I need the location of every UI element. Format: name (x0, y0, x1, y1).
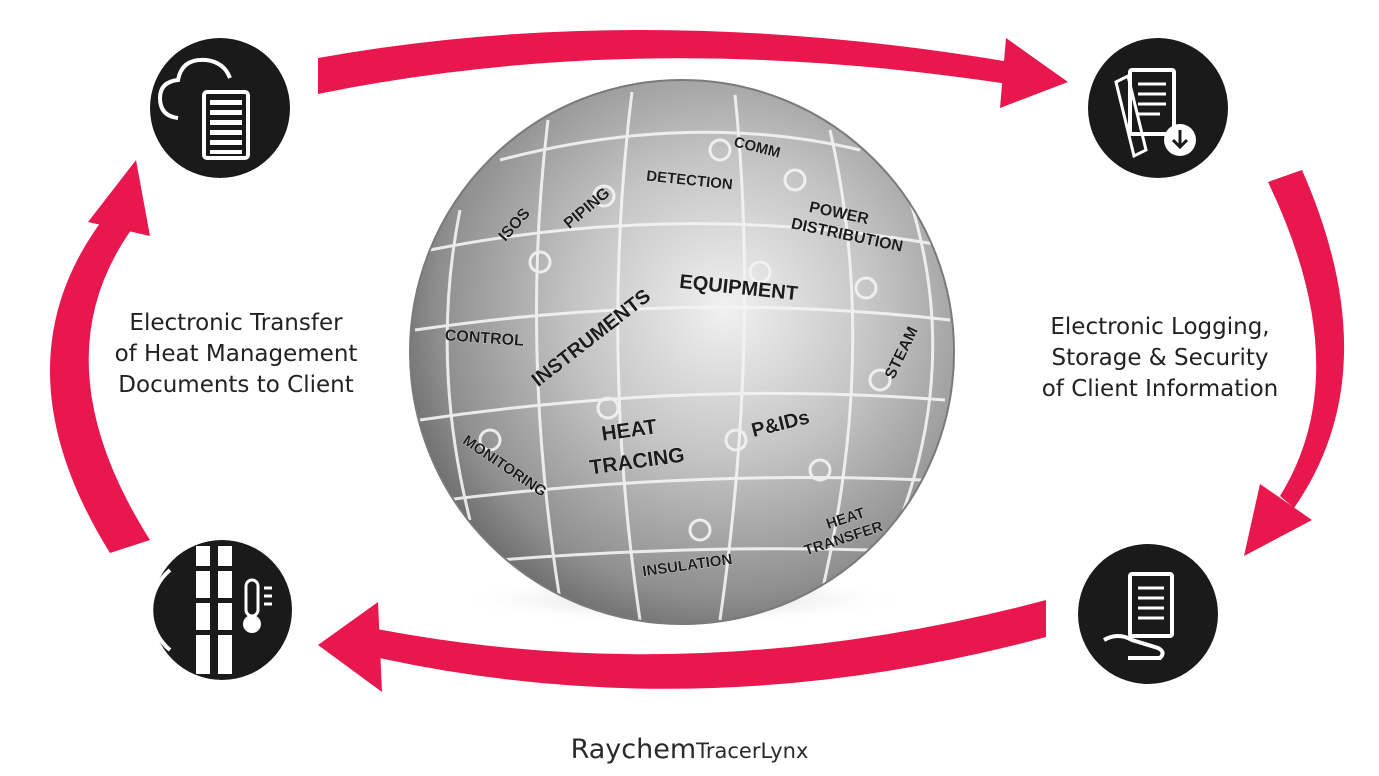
cloud-server-icon (150, 38, 290, 178)
puzzle-sphere (409, 79, 955, 625)
document-hand-icon (1078, 544, 1218, 684)
brand-logo: RaychemTracerLynx (0, 734, 1379, 765)
arrow-top (318, 29, 1068, 108)
brand-raychem: Raychem (570, 734, 697, 765)
caption-right: Electronic Logging, Storage & Security o… (1041, 314, 1279, 402)
arrow-right (1244, 170, 1345, 556)
document-download-icon (1088, 38, 1228, 178)
pipe-thermometer-icon (149, 540, 292, 680)
brand-tracerlynx: TracerLynx (696, 739, 809, 763)
arrow-left (50, 160, 150, 553)
label-control: CONTROL (444, 327, 524, 349)
arrow-bottom (318, 600, 1046, 692)
caption-left: Electronic Transfer of Heat Management D… (114, 310, 358, 398)
